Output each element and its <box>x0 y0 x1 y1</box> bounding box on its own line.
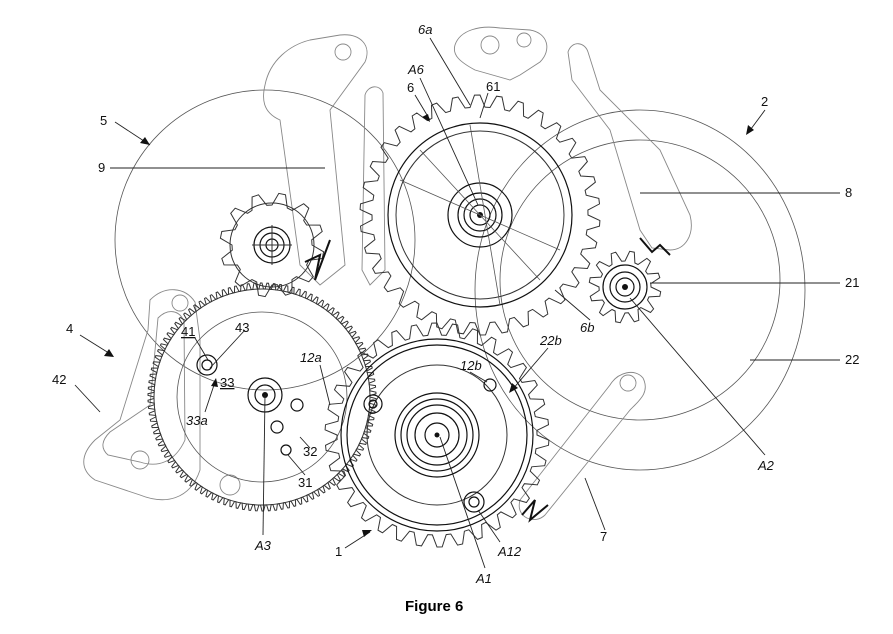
plate-top-right <box>453 26 548 81</box>
lever-4-hole-a <box>130 450 150 470</box>
screw-12a-inner <box>368 399 378 409</box>
label-21: 21 <box>845 275 859 290</box>
label-22b: 22b <box>539 333 562 348</box>
gear-1-plate <box>366 364 508 506</box>
label-61: 61 <box>486 79 500 94</box>
lever-4-hole-c <box>171 294 189 312</box>
pinion-21-hub-c <box>615 277 635 297</box>
disk-22 <box>474 109 806 471</box>
gear-1-barrel-c <box>406 404 468 466</box>
lever-4-inner <box>102 311 186 465</box>
plate-top-right-hole-a <box>480 35 500 55</box>
spring-left <box>304 239 331 281</box>
pinion-21-teeth <box>588 250 662 324</box>
pin-32a <box>290 398 304 412</box>
pinion-21-hub-b <box>609 271 641 303</box>
label-31: 31 <box>298 475 312 490</box>
label-12b: 12b <box>460 358 482 373</box>
spring-bottom <box>521 499 549 523</box>
pin-31 <box>280 444 292 456</box>
label-12a: 12a <box>300 350 322 365</box>
disk-22-inner <box>499 139 781 421</box>
gear-1-rim-inner <box>346 344 528 526</box>
gear-6-hub-mid <box>457 192 503 238</box>
label-1: 1 <box>335 544 342 559</box>
label-43: 43 <box>235 320 249 335</box>
label-6a: 6a <box>418 22 432 37</box>
pin-12b <box>483 378 497 392</box>
gear-1-barrel-b <box>400 398 474 472</box>
pin-43-inner <box>201 359 213 371</box>
gear-6-spokes <box>399 124 561 306</box>
label-33a: 33a <box>186 413 208 428</box>
gear-1-rim <box>340 338 534 532</box>
gear-3-rim <box>153 288 371 506</box>
pinion-21-axle <box>622 284 628 290</box>
gear-1-axle <box>434 432 440 438</box>
gear-1-barrel-d <box>414 412 460 458</box>
label-2: 2 <box>761 94 768 109</box>
screw-a12 <box>463 491 485 513</box>
label-6b: 6b <box>580 320 594 335</box>
label-5: 5 <box>100 113 107 128</box>
label-A12: A12 <box>497 544 522 559</box>
pinion-21-hub-a <box>602 264 648 310</box>
gear-6-teeth <box>359 94 601 336</box>
lever-4-hole-b <box>219 474 241 496</box>
pin-32b <box>270 420 284 434</box>
label-33: 33 <box>220 375 234 390</box>
screw-12a <box>363 394 383 414</box>
pinion-top-left-teeth <box>219 192 325 298</box>
gear-6-hub-ring-a <box>463 198 497 232</box>
label-A6: A6 <box>407 62 425 77</box>
plate-top-left-hole <box>334 43 352 61</box>
label-A2: A2 <box>757 458 775 473</box>
pin-43 <box>196 354 218 376</box>
gear-1-teeth <box>324 322 550 548</box>
lever-9 <box>361 86 386 286</box>
lever-4 <box>83 289 201 501</box>
label-32: 32 <box>303 444 317 459</box>
spring-right <box>639 237 671 256</box>
label-41: 41 <box>181 324 195 339</box>
lever-7 <box>518 371 646 520</box>
label-8: 8 <box>845 185 852 200</box>
gear-6-hub-ring-b <box>469 204 491 226</box>
label-7: 7 <box>600 529 607 544</box>
label-6: 6 <box>407 80 414 95</box>
label-22: 22 <box>845 352 859 367</box>
gear-6-rim-inner <box>395 130 565 300</box>
disk-5 <box>114 89 416 391</box>
gear-6-rim <box>387 122 573 308</box>
gear-1-barrel-e <box>424 422 450 448</box>
label-42: 42 <box>52 372 66 387</box>
label-9: 9 <box>98 160 105 175</box>
lever-7-hole <box>619 374 637 392</box>
screw-a12-inner <box>468 496 480 508</box>
figure-caption: Figure 6 <box>405 598 463 615</box>
leader-lines <box>74 37 840 569</box>
lever-8 <box>567 43 692 251</box>
gear-3-inner-plate <box>176 311 348 483</box>
label-4: 4 <box>66 321 73 336</box>
plate-top-left <box>263 34 368 286</box>
label-A1: A1 <box>475 571 492 586</box>
label-A3: A3 <box>254 538 272 553</box>
plate-top-right-hole-b <box>516 32 532 48</box>
gear-1-barrel-a <box>394 392 480 478</box>
